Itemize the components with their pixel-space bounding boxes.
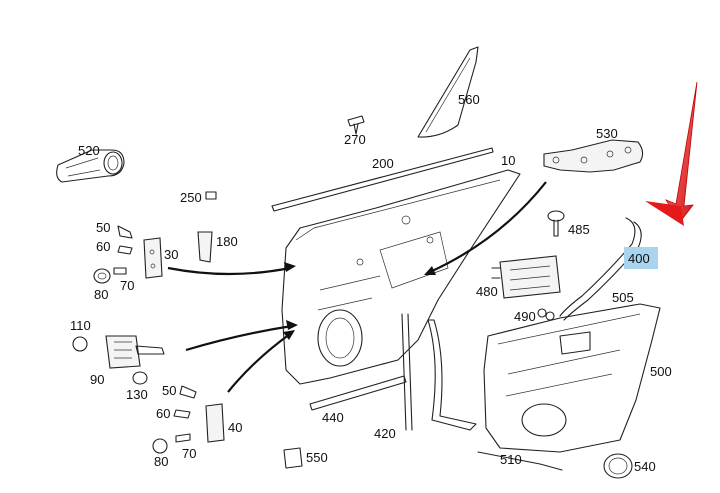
window-glass-560	[417, 46, 479, 138]
door-check-90	[72, 335, 165, 385]
part-550	[283, 447, 303, 469]
label-270: 270	[344, 132, 366, 147]
cable-400	[559, 217, 642, 321]
label-440: 440	[322, 410, 344, 425]
label-30: 30	[164, 247, 178, 262]
label-480: 480	[476, 284, 498, 299]
label-550: 550	[306, 450, 328, 465]
fastener-485	[547, 210, 565, 237]
label-110: 110	[70, 318, 91, 333]
label-530: 530	[596, 126, 618, 141]
rod-510	[477, 451, 563, 471]
label-40: 40	[228, 420, 242, 435]
pin-270	[347, 115, 365, 135]
label-130: 130	[126, 387, 148, 402]
bracket-530	[543, 139, 644, 173]
label-200: 200	[372, 156, 394, 171]
screws-group-lower	[152, 385, 197, 454]
label-400: 400	[628, 251, 650, 266]
belt-moulding-200	[271, 147, 494, 212]
label-505: 505	[612, 290, 634, 305]
part-180	[197, 231, 213, 263]
label-510: 510	[500, 452, 522, 467]
arrows	[167, 181, 547, 393]
seal-strip-440	[309, 375, 407, 411]
label-10: 10	[501, 153, 515, 168]
frame-channel	[427, 319, 477, 431]
label-485: 485	[568, 222, 590, 237]
label-250: 250	[180, 190, 202, 205]
label-80-upper: 80	[94, 287, 108, 302]
labels: 560 270 520 200 10 530 250 485 400 50 60…	[70, 92, 672, 474]
label-50-upper: 50	[96, 220, 110, 235]
module-480	[491, 255, 561, 299]
label-60-upper: 60	[96, 239, 110, 254]
cap-540	[603, 453, 633, 479]
door-handle-520	[56, 149, 125, 183]
label-520: 520	[78, 143, 100, 158]
label-70-upper: 70	[120, 278, 134, 293]
clip-490	[537, 308, 555, 321]
label-490: 490	[514, 309, 536, 324]
hinge-40	[205, 403, 225, 443]
red-pointer-arrow	[645, 81, 698, 226]
label-420: 420	[374, 426, 396, 441]
label-50-lower: 50	[162, 383, 176, 398]
label-90: 90	[90, 372, 104, 387]
guide-rail-420	[401, 313, 413, 431]
label-80-lower: 80	[154, 454, 168, 469]
hinge-30	[143, 237, 163, 279]
label-70-lower: 70	[182, 446, 196, 461]
clip-250	[205, 191, 217, 200]
screws-group-upper	[93, 225, 133, 284]
label-540: 540	[634, 459, 656, 474]
rear-door-panel-500	[483, 303, 661, 453]
label-500: 500	[650, 364, 672, 379]
door-inner-panel	[281, 169, 521, 385]
label-560: 560	[458, 92, 480, 107]
highlight-400	[624, 247, 658, 269]
label-180: 180	[216, 234, 238, 249]
label-60-lower: 60	[156, 406, 170, 421]
